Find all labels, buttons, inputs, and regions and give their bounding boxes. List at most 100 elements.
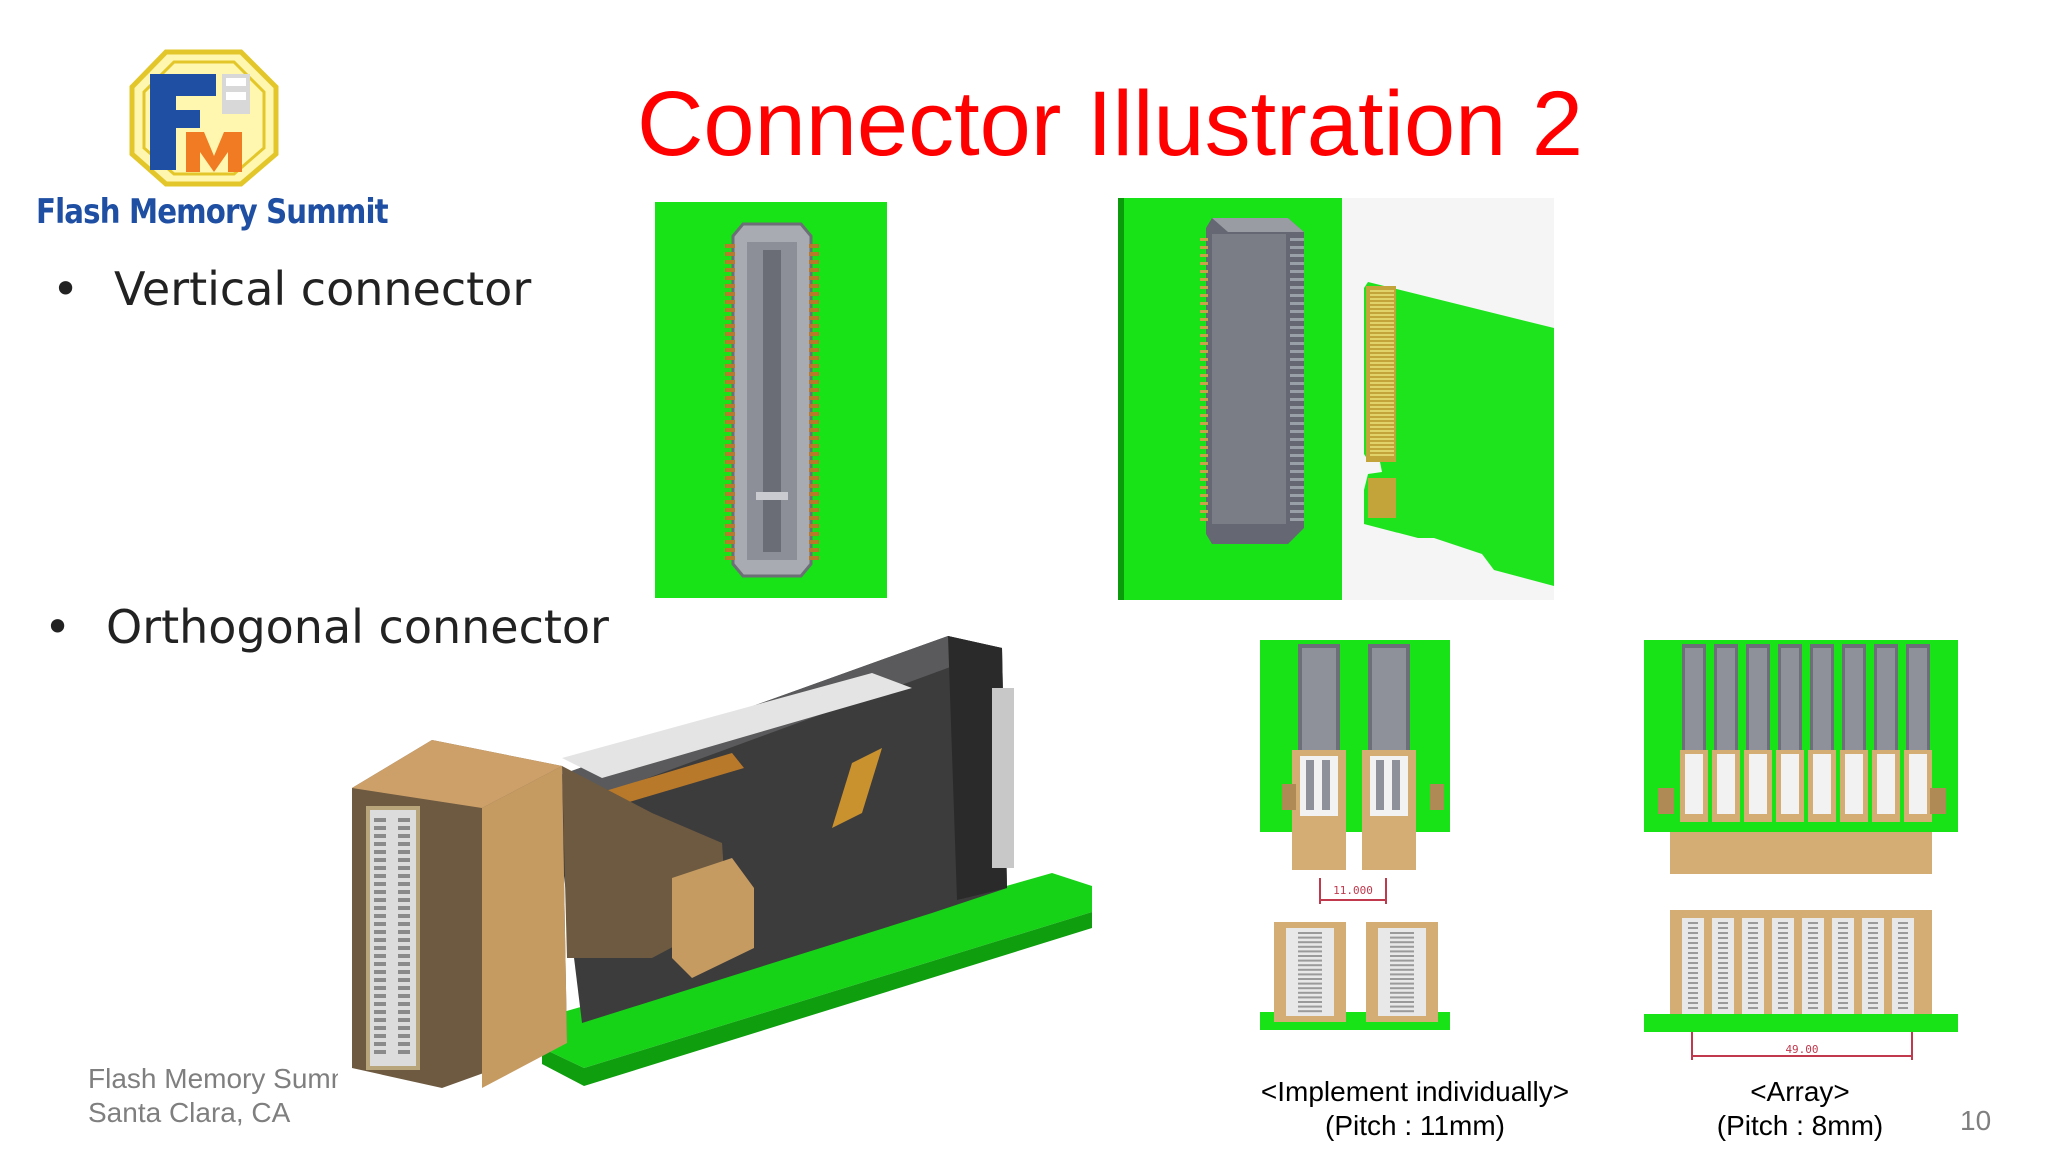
pad bbox=[725, 284, 735, 288]
pin bbox=[1898, 987, 1908, 989]
pad bbox=[725, 276, 735, 280]
gold-finger bbox=[1370, 318, 1394, 320]
pin bbox=[1390, 945, 1414, 948]
pin bbox=[1868, 942, 1878, 944]
pin bbox=[1748, 1007, 1758, 1009]
pin bbox=[1718, 957, 1728, 959]
pin bbox=[1200, 510, 1208, 513]
slot bbox=[1909, 754, 1927, 814]
pin bbox=[1718, 932, 1728, 934]
gold-finger bbox=[1370, 438, 1394, 440]
pin bbox=[1748, 997, 1758, 999]
pad bbox=[725, 420, 735, 424]
pad bbox=[809, 388, 819, 392]
pad bbox=[809, 484, 819, 488]
pin bbox=[1298, 959, 1322, 962]
pin bbox=[1200, 294, 1208, 297]
pin bbox=[398, 994, 410, 998]
pin bbox=[1748, 947, 1758, 949]
pin bbox=[1778, 972, 1788, 974]
pin bbox=[1200, 254, 1208, 257]
pin bbox=[374, 1002, 386, 1006]
pad bbox=[725, 452, 735, 456]
pin bbox=[398, 930, 410, 934]
pin bbox=[398, 834, 410, 838]
gold-finger bbox=[1370, 446, 1394, 448]
pin bbox=[1200, 430, 1208, 433]
pad bbox=[725, 268, 735, 272]
pin bbox=[1898, 997, 1908, 999]
pin bbox=[1868, 1002, 1878, 1004]
pin bbox=[374, 1010, 386, 1014]
page-number: 10 bbox=[1960, 1105, 1992, 1136]
pin bbox=[1868, 967, 1878, 969]
pin bbox=[1290, 478, 1304, 481]
pin bbox=[1808, 937, 1818, 939]
pin bbox=[398, 1010, 410, 1014]
pin bbox=[1718, 942, 1728, 944]
pin bbox=[1808, 977, 1818, 979]
gold-finger bbox=[1370, 338, 1394, 340]
pad bbox=[809, 276, 819, 280]
pin bbox=[1808, 987, 1818, 989]
pin bbox=[1868, 987, 1878, 989]
pin bbox=[1688, 1007, 1698, 1009]
pin bbox=[1718, 967, 1728, 969]
pin bbox=[374, 962, 386, 966]
latch bbox=[1658, 788, 1674, 814]
pin bbox=[1898, 922, 1908, 924]
pin bbox=[1290, 454, 1304, 457]
pin bbox=[1778, 1007, 1788, 1009]
gold-finger bbox=[1370, 382, 1394, 384]
pin bbox=[1718, 937, 1728, 939]
pin bbox=[1200, 406, 1208, 409]
gold-finger bbox=[1370, 362, 1394, 364]
pin bbox=[1838, 937, 1848, 939]
pin bbox=[1390, 1005, 1414, 1008]
pad bbox=[725, 396, 735, 400]
pin bbox=[1290, 294, 1304, 297]
pin bbox=[1290, 254, 1304, 257]
pin bbox=[1838, 1002, 1848, 1004]
pin bbox=[1688, 977, 1698, 979]
pin bbox=[374, 1034, 386, 1038]
pad bbox=[725, 508, 735, 512]
pin bbox=[1290, 374, 1304, 377]
pad bbox=[725, 340, 735, 344]
pin bbox=[1200, 350, 1208, 353]
pin bbox=[1200, 462, 1208, 465]
pad bbox=[725, 324, 735, 328]
pin bbox=[1390, 982, 1414, 985]
pin bbox=[1298, 1010, 1322, 1013]
gold-finger bbox=[1370, 414, 1394, 416]
pin bbox=[398, 882, 410, 886]
pin bbox=[1290, 406, 1304, 409]
pin bbox=[1290, 438, 1304, 441]
pin bbox=[398, 1042, 410, 1046]
dimension-label-11: 11.000 bbox=[1333, 884, 1373, 897]
gold-finger bbox=[1370, 322, 1394, 324]
gold-finger bbox=[1370, 454, 1394, 456]
pin bbox=[1290, 430, 1304, 433]
flash-memory-summit-logo: Flash Memory Summit bbox=[36, 44, 389, 244]
pad bbox=[725, 492, 735, 496]
pin bbox=[1200, 246, 1208, 249]
logo-emblem-icon bbox=[129, 49, 279, 187]
pin bbox=[1290, 238, 1304, 241]
pin bbox=[1390, 964, 1414, 967]
pin bbox=[1688, 987, 1698, 989]
pin bbox=[1688, 922, 1698, 924]
pin bbox=[1748, 967, 1758, 969]
pad bbox=[809, 428, 819, 432]
pad bbox=[809, 532, 819, 536]
pin bbox=[1290, 510, 1304, 513]
gold-finger bbox=[1370, 302, 1394, 304]
pin bbox=[1808, 1002, 1818, 1004]
pin bbox=[1298, 996, 1322, 999]
pin bbox=[1290, 470, 1304, 473]
pin bbox=[1390, 955, 1414, 957]
pin bbox=[1868, 997, 1878, 999]
caption-individual: <Implement individually> (Pitch : 11mm) bbox=[1250, 1075, 1580, 1143]
pin bbox=[1778, 997, 1788, 999]
pin bbox=[1290, 358, 1304, 361]
